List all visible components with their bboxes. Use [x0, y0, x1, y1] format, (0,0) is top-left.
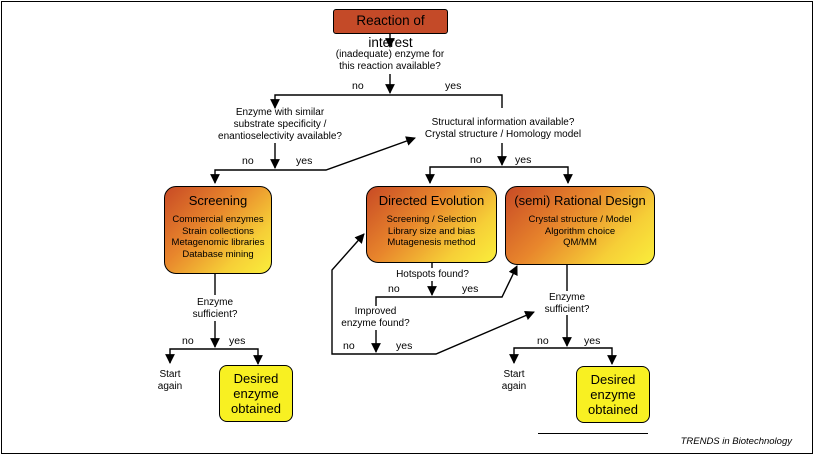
start-again-left: Start again — [150, 369, 190, 393]
question-line: Structural information available? — [431, 117, 575, 128]
answer-no: no — [388, 283, 400, 295]
question-line: substrate specificity / — [233, 119, 327, 130]
connector-structural-yes — [502, 166, 573, 184]
connector-structural-no — [425, 166, 502, 184]
screening-item: Commercial enzymes — [172, 214, 264, 225]
directed-evolution-items: Screening / Selection Library size and b… — [367, 214, 496, 249]
directed-evolution-item: Mutagenesis method — [387, 237, 476, 248]
question-line: sufficient? — [544, 304, 590, 315]
desired-line: obtained — [588, 402, 638, 417]
start-again-line: again — [157, 381, 183, 392]
desired-line: obtained — [231, 401, 281, 416]
answer-no: no — [343, 340, 355, 352]
question-line: Enzyme — [548, 292, 586, 303]
rational-design-item: Algorithm choice — [544, 225, 616, 237]
question-hotspots: Hotspots found? — [396, 269, 469, 280]
question-line: Enzyme — [196, 297, 234, 308]
desired-line: enzyme — [590, 387, 636, 402]
start-again-right: Start again — [494, 369, 534, 393]
screening-item: Metagenomic libraries — [171, 237, 265, 248]
question-line: Crystal structure / Homology model — [424, 129, 582, 140]
question-line: (inadequate) enzyme for — [335, 49, 445, 60]
start-again-line: Start — [159, 369, 181, 380]
question-line: enantioselectivity available? — [218, 131, 342, 142]
desired-enzyme-box-left: Desired enzyme obtained — [219, 365, 293, 422]
answer-yes: yes — [229, 335, 246, 347]
directed-evolution-box: Directed Evolution Screening / Selection… — [366, 186, 497, 263]
rational-design-item: QM/MM — [563, 237, 597, 248]
answer-no: no — [182, 335, 194, 347]
rational-design-items: Crystal structure / Model Algorithm choi… — [506, 214, 654, 249]
start-again-line: again — [501, 381, 527, 392]
rational-design-box: (semi) Rational Design Crystal structure… — [505, 186, 655, 265]
question-sufficient-right: Enzyme sufficient? — [537, 292, 597, 316]
screening-items: Commercial enzymes Strain collections Me… — [165, 214, 271, 260]
answer-yes: yes — [445, 80, 462, 92]
desired-line: Desired — [590, 372, 636, 387]
source-credit: TRENDS in Biotechnology — [680, 436, 792, 447]
question-enzyme-available: (inadequate) enzyme for this reaction av… — [320, 49, 460, 73]
question-line: enzyme found? — [341, 318, 410, 329]
rational-design-item: Crystal structure / Model — [528, 214, 632, 225]
connector-hotspots-no — [375, 296, 432, 306]
connector-suff-right-no — [509, 347, 567, 364]
directed-evolution-item: Screening / Selection — [386, 214, 477, 225]
answer-yes: yes — [515, 154, 532, 166]
desired-line: Desired — [233, 371, 279, 386]
connector-suff-left-yes — [215, 348, 263, 365]
answer-no: no — [537, 335, 549, 347]
question-line: Improved — [354, 306, 397, 317]
screening-box: Screening Commercial enzymes Strain coll… — [164, 186, 272, 274]
start-again-line: Start — [503, 369, 525, 380]
answer-no: no — [470, 154, 482, 166]
connector-improved-no — [331, 233, 376, 355]
question-line: Enzyme with similar — [235, 107, 325, 118]
screening-item: Strain collections — [182, 225, 254, 237]
connector-improved-yes — [376, 310, 535, 355]
desired-enzyme-box-right: Desired enzyme obtained — [576, 366, 650, 423]
connector-hotspots-yes — [432, 265, 518, 298]
question-improved: Improved enzyme found? — [338, 306, 413, 330]
start-box: Reaction of interest — [333, 9, 448, 50]
connector-suff-right-yes — [567, 347, 617, 365]
connector-similar-yes — [275, 136, 416, 171]
question-sufficient-left: Enzyme sufficient? — [185, 297, 245, 321]
screening-title: Screening — [188, 193, 248, 208]
answer-yes: yes — [396, 340, 413, 352]
question-structural-info: Structural information available? Crysta… — [418, 117, 588, 141]
directed-evolution-item: Library size and bias — [387, 225, 476, 237]
answer-yes: yes — [584, 335, 601, 347]
connector-q1-no — [270, 94, 390, 109]
directed-evolution-title: Directed Evolution — [378, 193, 485, 208]
connector-q1-yes — [390, 94, 503, 108]
answer-yes: yes — [462, 283, 479, 295]
answer-no: no — [352, 80, 364, 92]
connector-suff-left-no — [165, 348, 215, 364]
question-line: sufficient? — [192, 309, 238, 320]
answer-no: no — [242, 155, 254, 167]
question-line: this reaction available? — [339, 61, 441, 72]
desired-line: enzyme — [233, 386, 279, 401]
connector-similar-no — [210, 169, 275, 184]
rational-design-title: (semi) Rational Design — [514, 193, 646, 208]
question-similar-enzyme: Enzyme with similar substrate specificit… — [210, 107, 350, 143]
answer-yes: yes — [296, 155, 313, 167]
screening-item: Database mining — [182, 248, 254, 260]
credit-rule — [538, 433, 648, 434]
